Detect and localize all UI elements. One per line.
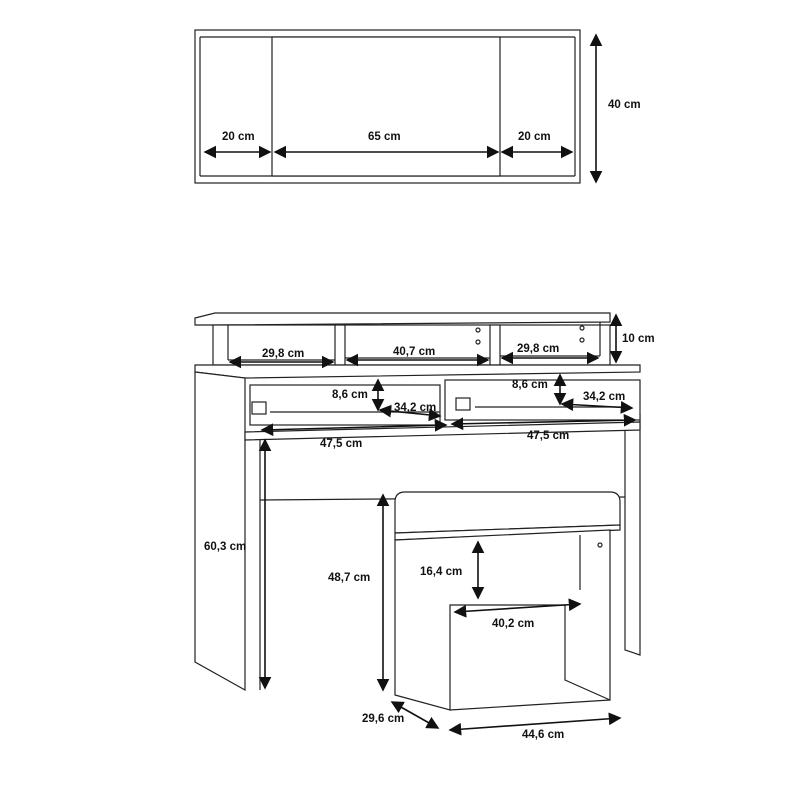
- stool-inner-height-label: 16,4 cm: [420, 566, 462, 578]
- mirror-drawing: [194, 29, 581, 184]
- mirror-width-center-label: 65 cm: [368, 131, 401, 143]
- stool-width-label: 44,6 cm: [522, 729, 564, 741]
- mirror-width-right-label: 20 cm: [518, 131, 551, 143]
- mirror-height-label: 40 cm: [608, 99, 641, 111]
- drawer-left-width-label: 47,5 cm: [320, 438, 362, 450]
- mirror-dimensions: 20 cm 65 cm 20 cm 40 cm: [203, 33, 641, 184]
- stool-drawing: [394, 491, 621, 711]
- drawer-right-height-label: 8,6 cm: [512, 379, 548, 391]
- drawer-right-depth-label: 34,2 cm: [583, 391, 625, 403]
- desk-leg-height-label: 60,3 cm: [204, 541, 246, 553]
- shelf-center-width-label: 40,7 cm: [393, 346, 435, 358]
- drawer-left-height-label: 8,6 cm: [332, 389, 368, 401]
- stool-dimensions: 48,7 cm 16,4 cm 40,2 cm 29,6 cm 44,6 cm: [328, 493, 622, 741]
- stool-height-label: 48,7 cm: [328, 572, 370, 584]
- drawer-right-width-label: 47,5 cm: [527, 430, 569, 442]
- mirror-width-left-label: 20 cm: [222, 131, 255, 143]
- shelf-right-width-label: 29,8 cm: [517, 343, 559, 355]
- drawer-left-depth-label: 34,2 cm: [394, 402, 436, 414]
- shelf-left-width-label: 29,8 cm: [262, 348, 304, 360]
- stool-inner-width-label: 40,2 cm: [492, 618, 534, 630]
- desk-dimensions: 29,8 cm 40,7 cm 29,8 cm 10 cm 8,6 cm 34,…: [204, 313, 655, 690]
- stool-depth-label: 29,6 cm: [362, 713, 404, 725]
- shelf-height-label: 10 cm: [622, 333, 655, 345]
